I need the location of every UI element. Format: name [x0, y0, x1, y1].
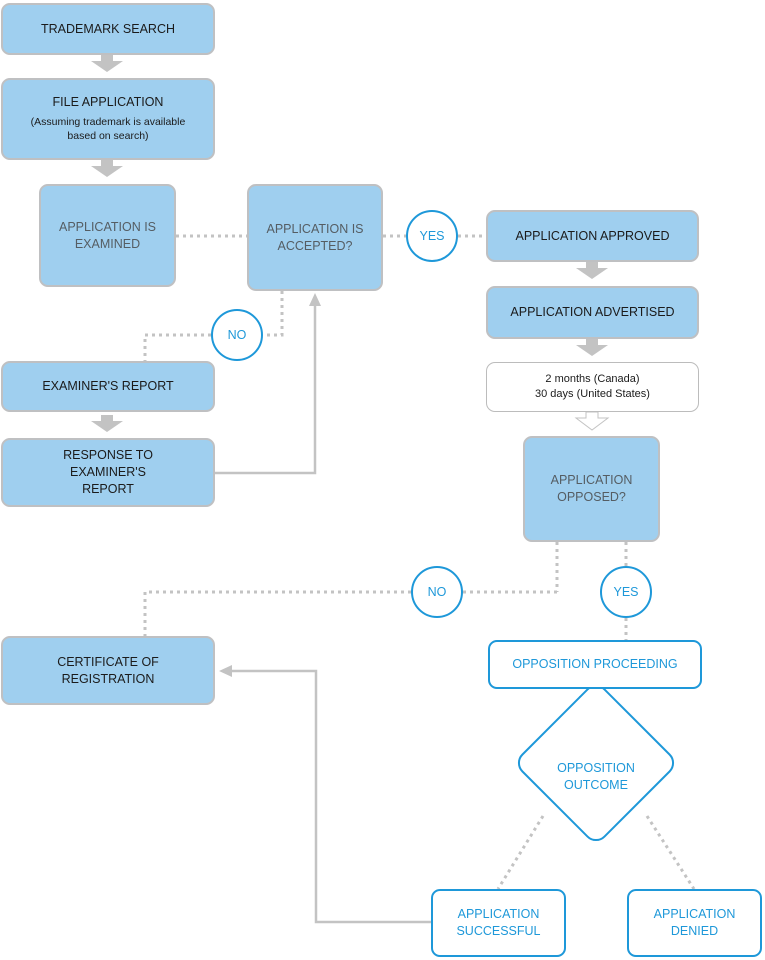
response-to-report-label: RESPONSE TO EXAMINER'S REPORT: [63, 448, 153, 496]
arrow-search-to-file: [91, 55, 123, 72]
advertising-period-canada: 2 months (Canada): [545, 373, 640, 386]
dotted-outcome-to-denied: [645, 815, 696, 890]
examiners-report-box: EXAMINER'S REPORT: [1, 361, 215, 412]
application-successful-label: APPLICATION SUCCESSFUL: [456, 907, 541, 938]
application-examined-label: APPLICATION IS EXAMINED: [58, 219, 156, 251]
opposition-outcome-diamond: [517, 684, 675, 842]
trademark-search-box: TRADEMARK SEARCH: [1, 3, 215, 55]
opposition-outcome-label: OPPOSITION OUTCOME: [557, 761, 635, 792]
opposed-no-circle: NO: [411, 566, 463, 618]
opposed-yes-circle: YES: [600, 566, 652, 618]
file-application-box: FILE APPLICATION (Assuming trademark is …: [1, 78, 215, 160]
accepted-no-circle: NO: [211, 309, 263, 361]
application-advertised-box: APPLICATION ADVERTISED: [486, 286, 699, 339]
advertising-period-us: 30 days (United States): [535, 388, 650, 400]
examiners-report-label: EXAMINER'S REPORT: [42, 379, 174, 394]
application-opposed-box: APPLICATION OPPOSED?: [523, 436, 660, 542]
advertising-period-box: 2 months (Canada) 30 days (United States…: [486, 362, 699, 412]
certificate-of-registration-label: CERTIFICATE OF REGISTRATION: [57, 654, 159, 686]
arrowhead-to-accepted: [309, 293, 321, 306]
application-advertised-label: APPLICATION ADVERTISED: [510, 305, 675, 320]
arrow-file-to-examined: [91, 160, 123, 177]
file-application-note: (Assuming trademark is available based o…: [30, 116, 186, 143]
opposed-yes-label: YES: [613, 585, 639, 599]
file-application-label: FILE APPLICATION: [52, 95, 164, 110]
arrow-advertised-to-period: [576, 339, 608, 356]
arrow-report-to-response: [91, 415, 123, 432]
accepted-yes-label: YES: [419, 229, 445, 243]
application-denied-label: APPLICATION DENIED: [653, 907, 736, 938]
arrow-approved-to-advertised: [576, 262, 608, 279]
opposed-no-label: NO: [427, 585, 447, 599]
application-accepted-label: APPLICATION IS ACCEPTED?: [266, 221, 364, 253]
line-response-to-accepted: [215, 305, 317, 475]
dotted-no-to-report: [143, 333, 211, 361]
opposition-proceeding-box: OPPOSITION PROCEEDING: [488, 640, 702, 689]
certificate-of-registration-box: CERTIFICATE OF REGISTRATION: [1, 636, 215, 705]
response-to-report-box: RESPONSE TO EXAMINER'S REPORT: [1, 438, 215, 507]
dotted-no-to-certificate: [143, 590, 411, 636]
line-successful-to-certificate: [231, 669, 431, 924]
dotted-accepted-no-path: [263, 291, 284, 337]
application-denied-box: APPLICATION DENIED: [627, 889, 762, 957]
arrow-period-to-opposed: [574, 411, 610, 431]
accepted-no-label: NO: [227, 328, 247, 342]
application-successful-box: APPLICATION SUCCESSFUL: [431, 889, 566, 957]
accepted-yes-circle: YES: [406, 210, 458, 262]
application-accepted-box: APPLICATION IS ACCEPTED?: [247, 184, 383, 291]
dotted-outcome-to-successful: [496, 815, 545, 890]
application-opposed-label: APPLICATION OPPOSED?: [550, 473, 633, 504]
arrowhead-to-certificate: [219, 665, 232, 677]
application-examined-box: APPLICATION IS EXAMINED: [39, 184, 176, 287]
opposition-proceeding-label: OPPOSITION PROCEEDING: [512, 657, 678, 672]
trademark-search-label: TRADEMARK SEARCH: [40, 21, 176, 36]
application-approved-label: APPLICATION APPROVED: [515, 228, 670, 243]
application-approved-box: APPLICATION APPROVED: [486, 210, 699, 262]
